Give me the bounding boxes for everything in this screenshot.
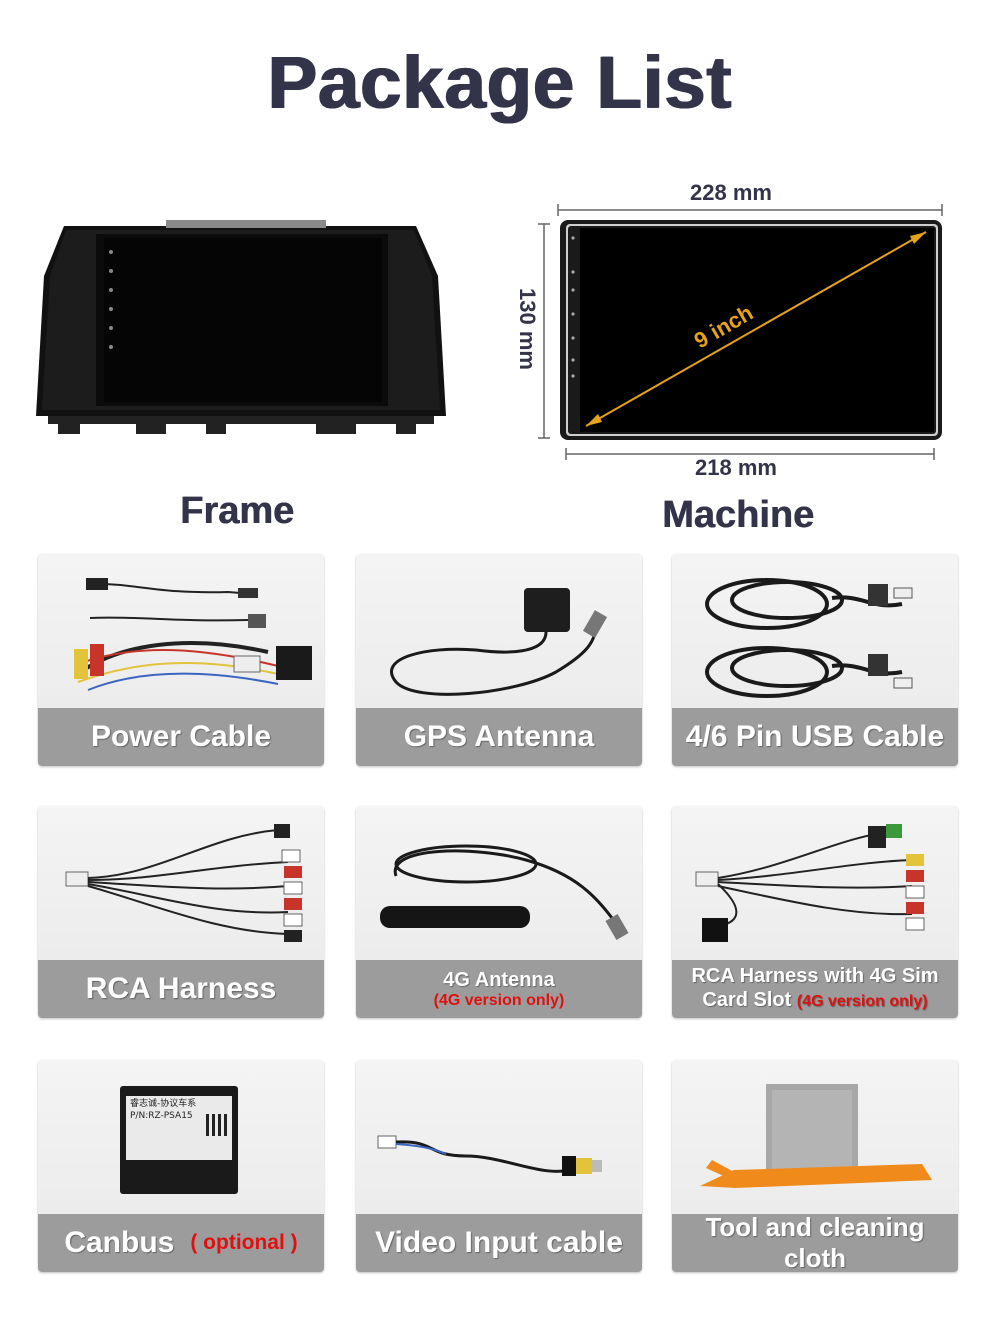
dimension-top-label: 228 mm [690,180,772,205]
page-title: Package List [267,41,733,124]
item-card-gps-antenna: GPS Antenna [356,554,642,766]
item-card-usb-cable: 4/6 Pin USB Cable [672,554,958,766]
rca-harness-image [65,824,303,942]
item-card-canbus: 睿志诚-协议车系 P/N:RZ-PSA15 Canbus ( optional … [38,1060,324,1272]
item-label: Video Input cable [375,1226,623,1259]
item-band: Tool and cleaning cloth [672,1212,958,1272]
item-label: GPS Antenna [403,720,595,753]
canbus-image: 睿志诚-协议车系 P/N:RZ-PSA15 [38,1060,324,1214]
canbus-sticker: 睿志诚-协议车系 P/N:RZ-PSA15 [126,1096,232,1160]
item-card-power-cable: Power Cable [38,554,324,766]
item-card-tool-cloth: Tool and cleaning cloth [672,1060,958,1272]
item-note: (4G version only) [796,993,928,1010]
item-band: 4G Antenna (4G version only) [356,960,642,1018]
item-note: ( optional ) [190,1231,298,1254]
item-card-video-input: Video Input cable [356,1060,642,1272]
item-label: Tool and cleaning cloth [705,1212,925,1272]
power-cable-image [74,578,312,691]
qr-code-icon [206,1114,228,1136]
canbus-box: 睿志诚-协议车系 P/N:RZ-PSA15 [120,1086,238,1194]
canbus-sticker-line1: 睿志诚-协议车系 [130,1099,197,1109]
item-label: RCA Harness [85,972,277,1005]
item-label-line1: RCA Harness with 4G Sim [691,965,939,987]
dimension-side-label: 130 mm [514,288,540,370]
item-label: 4/6 Pin USB Cable [685,720,945,753]
item-card-rca-harness: RCA Harness [38,806,324,1018]
rca-4g-harness-image [695,824,925,942]
frame-label: Frame [180,490,295,532]
item-band: GPS Antenna [356,708,642,766]
machine-image [538,204,943,460]
item-label: Power Cable [90,720,272,753]
item-note: (4G version only) [433,992,565,1009]
item-band: Power Cable [38,708,324,766]
video-input-cable-image [377,1135,602,1176]
item-band: RCA Harness with 4G Sim Card Slot (4G ve… [672,960,958,1018]
item-label: Canbus [64,1226,175,1259]
item-band: 4/6 Pin USB Cable [672,708,958,766]
item-card-4g-antenna: 4G Antenna (4G version only) [356,806,642,1018]
item-label: 4G Antenna [443,969,555,991]
frame-image [36,220,446,434]
item-card-rca-4g-harness: RCA Harness with 4G Sim Card Slot (4G ve… [672,806,958,1018]
item-label-line2: Card Slot (4G version only) [702,989,928,1011]
tool-cloth-image [700,1084,932,1188]
machine-label: Machine [662,494,815,536]
4g-antenna-image [380,844,629,941]
gps-antenna-image [390,588,608,696]
usb-cable-image [705,578,913,698]
dimension-bottom-label: 218 mm [695,455,777,480]
item-band: RCA Harness [38,960,324,1018]
canbus-sticker-line2: P/N:RZ-PSA15 [130,1111,193,1121]
item-band: Canbus ( optional ) [38,1214,324,1272]
item-band: Video Input cable [356,1214,642,1272]
